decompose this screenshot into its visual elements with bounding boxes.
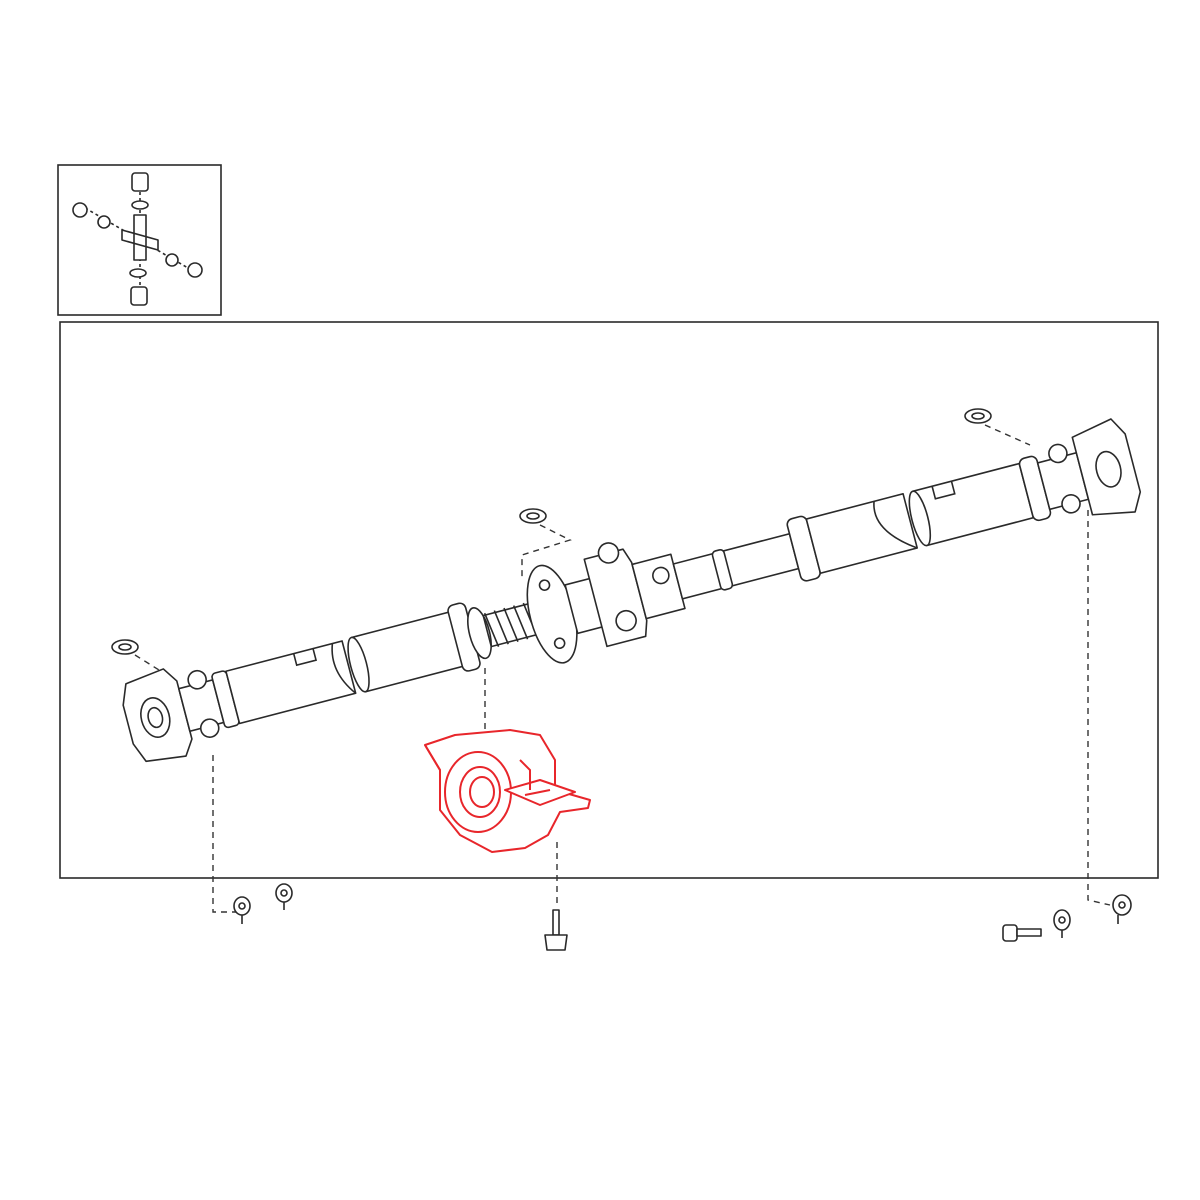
bearing-cup-icon [131,172,149,192]
rear-flange-yoke [1036,418,1142,516]
bearing-cup-icon [187,262,203,278]
spider-cross-icon [121,214,159,261]
snap-ring [964,408,992,424]
bearing-cup-icon [130,286,148,306]
front-flange-yoke [122,668,225,763]
nut [275,883,293,910]
center-universal-joint [564,542,686,648]
front-tube [225,640,357,725]
bearing-cup-icon [72,202,88,218]
snap-ring [111,639,139,655]
main-frame [59,321,1159,879]
leader-lines [134,424,1111,913]
rear-tube [805,493,918,575]
snap-ring [519,508,547,524]
bolt [1002,924,1042,942]
washer [1053,909,1071,938]
center-support-bearing[interactable] [424,729,591,853]
intermediate-shaft [672,532,800,600]
bolt [544,909,568,951]
propeller-shaft [122,418,1142,763]
inset-universal-joint-kit [57,164,222,316]
nut [233,896,251,924]
nut [1112,894,1132,924]
